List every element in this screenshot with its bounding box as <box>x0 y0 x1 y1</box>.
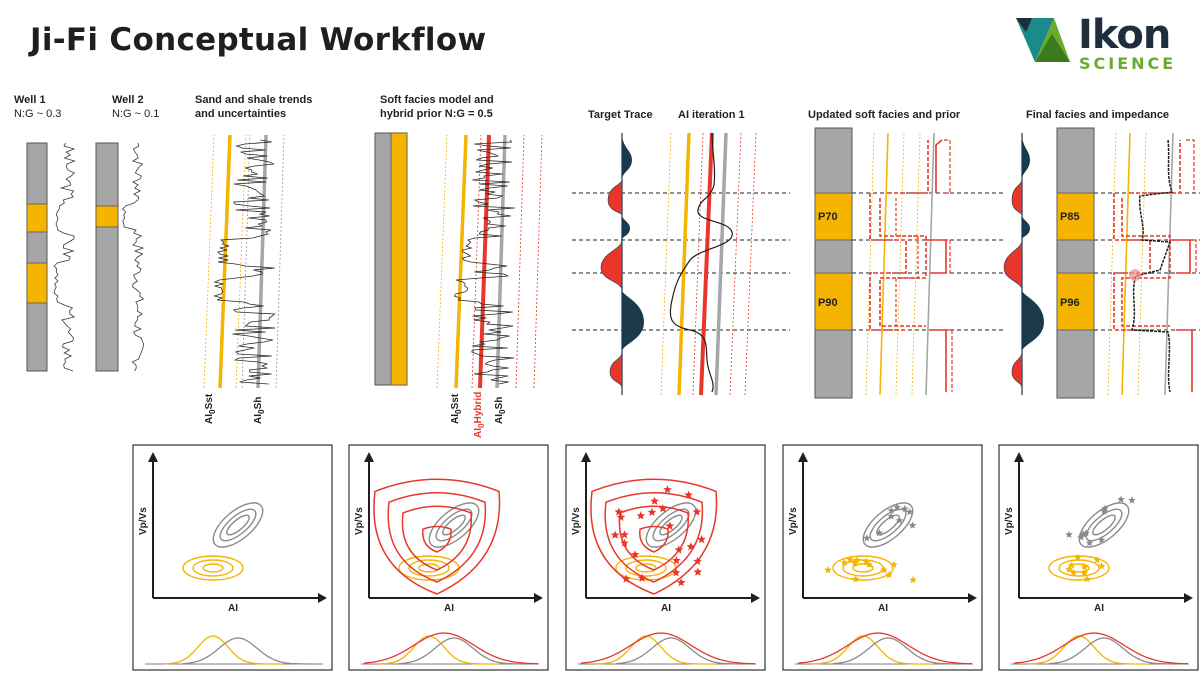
well1-column <box>26 142 76 372</box>
trends-title-2: and uncertainties <box>195 108 287 120</box>
crossplot-2-xlabel: AI <box>444 603 454 614</box>
crossplot-2-ylabel: Vp/Vs <box>354 507 365 535</box>
crossplot-5-xlabel: AI <box>1094 603 1104 614</box>
trends-axis-label-sh: AI0Sh <box>253 396 266 424</box>
ai-iteration-panel <box>660 132 757 396</box>
final-p85-label: P85 <box>1060 211 1080 223</box>
well2-log-curve <box>122 142 145 372</box>
trends-panel <box>203 134 285 389</box>
soft-title-2: hybrid prior N:G = 0.5 <box>380 108 493 120</box>
final-panel <box>1003 127 1197 399</box>
updated-panel <box>814 127 953 399</box>
well1-ng: N:G ~ 0.3 <box>14 108 62 120</box>
iter-title: AI iteration 1 <box>678 109 745 121</box>
updated-p90-label: P90 <box>818 297 838 309</box>
soft-panel <box>374 132 543 389</box>
target-title: Target Trace <box>588 109 653 121</box>
soft-log-curve <box>453 139 515 385</box>
crossplot-3-ylabel: Vp/Vs <box>571 507 582 535</box>
crossplot-1-xlabel: AI <box>228 603 238 614</box>
trends-title-1: Sand and shale trends <box>195 94 313 106</box>
slide-title: Ji-Fi Conceptual Workflow <box>30 22 487 58</box>
ikon-science-logo: Ikon SCIENCE <box>1012 12 1192 76</box>
soft-title-1: Soft facies model and <box>380 94 494 106</box>
trends-axis-label-sst: AI0Sst <box>204 393 217 424</box>
target-trace <box>600 133 644 395</box>
logo-word: Ikon <box>1078 12 1171 58</box>
soft-axis-label-hybrid: AI0Hybrid <box>473 391 486 438</box>
well2-ng: N:G ~ 0.1 <box>112 108 160 120</box>
trends-log-curve <box>213 139 276 385</box>
soft-axis-label-sh: AI0Sh <box>494 396 507 424</box>
well2-name: Well 2 <box>112 94 144 106</box>
well2-column <box>95 142 145 372</box>
logo-subword: SCIENCE <box>1079 54 1177 73</box>
updated-p70-label: P70 <box>818 211 838 223</box>
crossplot-4-xlabel: AI <box>878 603 888 614</box>
crossplot-1-ylabel: Vp/Vs <box>138 507 149 535</box>
final-title: Final facies and impedance <box>1026 109 1170 121</box>
soft-axis-label-sst: AI0Sst <box>450 393 463 424</box>
crossplot-3-xlabel: AI <box>661 603 671 614</box>
final-p96-label: P96 <box>1060 297 1080 309</box>
crossplot-4-ylabel: Vp/Vs <box>788 507 799 535</box>
well1-name: Well 1 <box>14 94 46 106</box>
crossplot-5-ylabel: Vp/Vs <box>1004 507 1015 535</box>
updated-title: Updated soft facies and prior <box>808 109 961 121</box>
ikon-triangle-icon <box>1016 18 1070 62</box>
well1-log-curve <box>53 142 76 372</box>
